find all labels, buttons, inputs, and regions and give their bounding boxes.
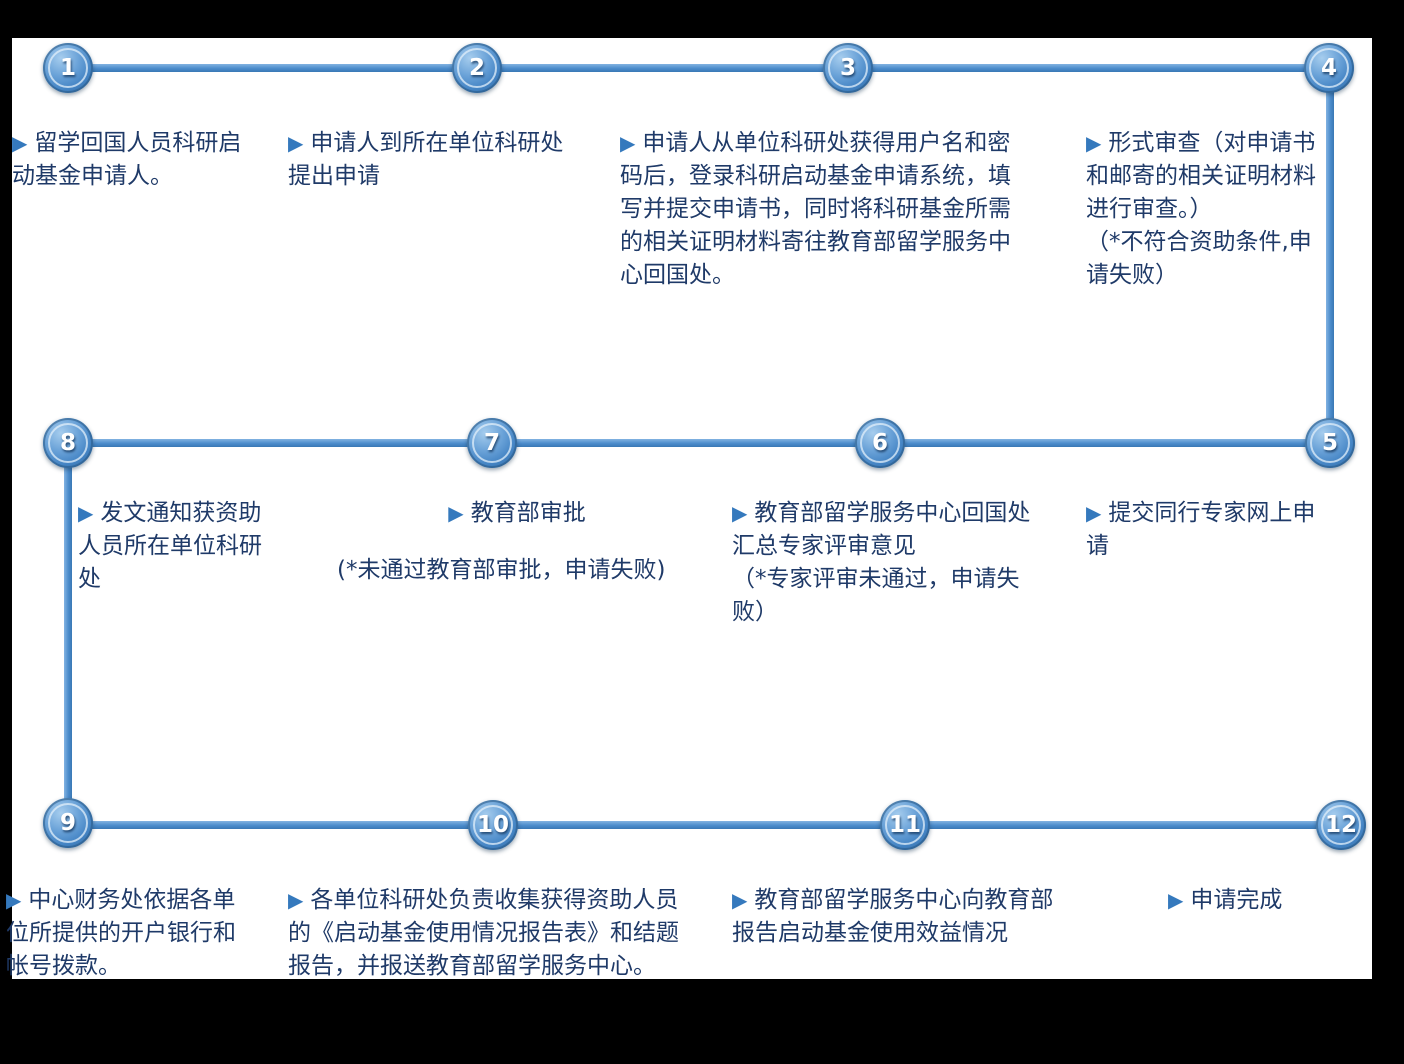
step-description-11: 教育部留学服务中心向教育部报告启动基金使用效益情况 xyxy=(732,887,1054,946)
connector-row1 xyxy=(68,64,1329,72)
arrow-bullet-icon: ▶ xyxy=(12,131,28,155)
step-text-11: ▶教育部留学服务中心向教育部报告启动基金使用效益情况 xyxy=(732,884,1072,950)
connector-left-8-to-9 xyxy=(64,443,72,825)
step-text-7: ▶教育部审批 (*未通过教育部审批，申请失败) xyxy=(337,497,697,587)
arrow-bullet-icon: ▶ xyxy=(78,501,94,525)
step-description-8: 发文通知获资助人员所在单位科研处 xyxy=(78,500,262,592)
arrow-bullet-icon: ▶ xyxy=(732,888,748,912)
step-text-12: ▶申请完成 xyxy=(1168,884,1318,917)
connector-right-4-to-5 xyxy=(1326,68,1334,443)
step-description-12: 申请完成 xyxy=(1190,887,1283,913)
arrow-bullet-icon: ▶ xyxy=(288,131,304,155)
step-number-10: 10 xyxy=(476,811,509,838)
step-number-8: 8 xyxy=(59,429,76,456)
step-node-11: 11 xyxy=(880,800,930,850)
step-node-3: 3 xyxy=(823,43,873,93)
step-node-1: 1 xyxy=(43,43,93,93)
step-number-7: 7 xyxy=(483,429,500,456)
step-text-9: ▶中心财务处依据各单位所提供的开户银行和帐号拨款。 xyxy=(6,884,254,983)
arrow-bullet-icon: ▶ xyxy=(6,888,22,912)
step-description-10: 各单位科研处负责收集获得资助人员的《启动基金使用情况报告表》和结题报告，并报送教… xyxy=(288,887,679,979)
step-number-12: 12 xyxy=(1324,811,1357,838)
step-description-9: 中心财务处依据各单位所提供的开户银行和帐号拨款。 xyxy=(6,887,236,979)
step-number-9: 9 xyxy=(59,809,76,836)
step-number-11: 11 xyxy=(888,811,921,838)
arrow-bullet-icon: ▶ xyxy=(732,501,748,525)
step-description-4: 形式审查（对申请书和邮寄的相关证明材料进行审查。） xyxy=(1086,130,1316,222)
step-node-8: 8 xyxy=(43,418,93,468)
step-description-5: 提交同行专家网上申请 xyxy=(1086,500,1316,559)
step-node-12: 12 xyxy=(1316,800,1366,850)
step-number-5: 5 xyxy=(1321,429,1338,456)
connector-row3 xyxy=(68,821,1341,829)
step-text-6: ▶教育部留学服务中心回国处汇总专家评审意见 （*专家评审未通过，申请失败） xyxy=(732,497,1040,629)
arrow-bullet-icon: ▶ xyxy=(1168,888,1184,912)
step-node-6: 6 xyxy=(855,418,905,468)
step-description-3: 申请人从单位科研处获得用户名和密码后，登录科研启动基金申请系统，填写并提交申请书… xyxy=(620,130,1011,288)
step-node-9: 9 xyxy=(43,798,93,848)
step-text-8: ▶发文通知获资助人员所在单位科研处 xyxy=(78,497,278,596)
step-text-3: ▶申请人从单位科研处获得用户名和密码后，登录科研启动基金申请系统，填写并提交申请… xyxy=(620,127,1028,292)
step-note-4: （*不符合资助条件,申请失败） xyxy=(1086,229,1312,288)
step-number-4: 4 xyxy=(1320,54,1337,81)
arrow-bullet-icon: ▶ xyxy=(448,501,464,525)
arrow-bullet-icon: ▶ xyxy=(1086,501,1102,525)
step-node-5: 5 xyxy=(1305,418,1355,468)
step-text-5: ▶提交同行专家网上申请 xyxy=(1086,497,1331,563)
step-text-1: ▶留学回国人员科研启动基金申请人。 xyxy=(12,127,262,193)
step-text-10: ▶各单位科研处负责收集获得资助人员的《启动基金使用情况报告表》和结题报告，并报送… xyxy=(288,884,696,983)
arrow-bullet-icon: ▶ xyxy=(1086,131,1102,155)
step-number-1: 1 xyxy=(59,54,76,81)
step-description-6: 教育部留学服务中心回国处汇总专家评审意见 xyxy=(732,500,1031,559)
step-node-7: 7 xyxy=(467,418,517,468)
step-description-7: 教育部审批 xyxy=(470,500,586,526)
step-number-2: 2 xyxy=(468,54,485,81)
step-note-6: （*专家评审未通过，申请失败） xyxy=(732,566,1020,625)
step-7-main: ▶教育部审批 xyxy=(337,497,697,530)
step-node-2: 2 xyxy=(452,43,502,93)
step-text-4: ▶形式审查（对申请书和邮寄的相关证明材料进行审查。） （*不符合资助条件,申请失… xyxy=(1086,127,1331,292)
arrow-bullet-icon: ▶ xyxy=(620,131,636,155)
step-node-4: 4 xyxy=(1304,43,1354,93)
step-node-10: 10 xyxy=(468,800,518,850)
step-number-6: 6 xyxy=(871,429,888,456)
arrow-bullet-icon: ▶ xyxy=(288,888,304,912)
step-number-3: 3 xyxy=(839,54,856,81)
step-description-1: 留学回国人员科研启动基金申请人。 xyxy=(12,130,242,189)
connector-row2 xyxy=(68,439,1330,447)
step-description-2: 申请人到所在单位科研处提出申请 xyxy=(288,130,564,189)
step-note-7: (*未通过教育部审批，申请失败) xyxy=(337,557,666,583)
step-text-2: ▶申请人到所在单位科研处提出申请 xyxy=(288,127,583,193)
